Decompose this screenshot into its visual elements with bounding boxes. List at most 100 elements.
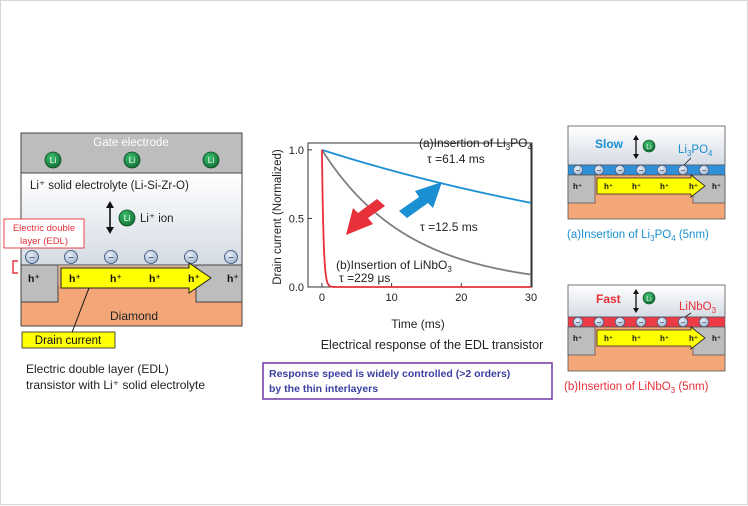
double-arrow-icon (633, 289, 639, 313)
y-tick-label: 1.0 (289, 145, 304, 157)
gate-label: Gate electrode (93, 137, 168, 149)
svg-text:h⁺: h⁺ (689, 334, 698, 343)
caption-line2: transistor with Li⁺ solid electrolyte (26, 378, 205, 392)
li-ion-gate-2: Li (123, 151, 141, 169)
x-tick-label: 10 (386, 292, 398, 304)
annotation-a-line1: (a)Insertion of Li3PO4 (419, 136, 533, 152)
double-arrow-icon (633, 135, 639, 159)
li3po4-label: Li3PO4 (678, 144, 713, 158)
svg-text:−: − (228, 253, 234, 264)
svg-text:h⁺: h⁺ (188, 273, 200, 285)
anion-row: − − − − − − (25, 250, 238, 264)
note-box (262, 362, 553, 400)
svg-text:Li: Li (50, 155, 57, 165)
y-tick-label: 0.5 (289, 213, 304, 225)
drain-current-box (21, 331, 116, 349)
series-intermediate-line (321, 149, 532, 276)
annotation-a-line2: τ =61.4 ms (427, 152, 485, 166)
svg-text:h⁺: h⁺ (604, 334, 613, 343)
chart-lines (321, 148, 532, 288)
annotation-b-line2: τ =229 μs (339, 271, 390, 285)
svg-text:h⁺: h⁺ (227, 273, 239, 285)
x-axis-label: Time (ms) (391, 317, 445, 331)
y-tick-label: 0.0 (289, 282, 304, 294)
svg-text:h⁺: h⁺ (712, 182, 721, 191)
svg-text:h⁺: h⁺ (632, 334, 641, 343)
panel-linbo3: Fast Li LiNbO3 − − − − − − − h⁺ h⁺ (567, 284, 726, 372)
svg-text:Li: Li (129, 155, 136, 165)
edl-label-box (3, 218, 85, 249)
li-ion-gate-3: Li (202, 151, 220, 169)
svg-text:h⁺: h⁺ (69, 273, 81, 285)
double-arrow-icon (106, 201, 114, 234)
linbo3-label: LiNbO3 (679, 301, 717, 315)
note-line2: by the thin interlayers (269, 383, 378, 395)
svg-text:−: − (618, 318, 623, 327)
chart-title: Electrical response of the EDL transisto… (321, 338, 544, 352)
anion-row-small: − − − − − − − (572, 316, 710, 328)
svg-text:−: − (108, 253, 114, 264)
svg-text:h⁺: h⁺ (660, 182, 669, 191)
svg-text:−: − (702, 166, 707, 175)
li-ion-small: Slow Li (642, 139, 656, 153)
hole-current-arrow-small (596, 174, 706, 198)
annotation-b-line1: (b)Insertion of LiNbO3 (336, 258, 452, 274)
edl-transistor-device: Gate electrode Li⁺ solid electrolyte (Li… (3, 132, 243, 392)
hole-current-arrow-small (596, 326, 706, 350)
source-electrode (20, 264, 59, 303)
edl-bracket (12, 260, 18, 274)
svg-text:−: − (148, 253, 154, 264)
svg-text:−: − (639, 318, 644, 327)
annotation-mid: τ =12.5 ms (420, 220, 478, 234)
svg-text:h⁺: h⁺ (573, 334, 582, 343)
svg-text:Li: Li (646, 296, 652, 303)
svg-text:Li: Li (124, 213, 131, 223)
note-line1: Response speed is widely controlled (>2 … (269, 368, 510, 380)
svg-text:−: − (576, 318, 581, 327)
li-ion-mobile: Li (118, 209, 136, 227)
slow-arrow-icon (399, 182, 442, 218)
li-ion-small: Li (642, 291, 656, 305)
svg-text:−: − (576, 166, 581, 175)
panel-li3po4: Slow Slow Li Li3PO4 − − − − − − − h⁺ (567, 125, 726, 220)
svg-text:Li: Li (646, 144, 652, 151)
svg-text:Li: Li (208, 155, 215, 165)
hole-carriers: h⁺ h⁺ h⁺ h⁺ h⁺ h⁺ (28, 273, 239, 285)
x-tick-label: 0 (319, 292, 325, 304)
svg-text:h⁺: h⁺ (632, 182, 641, 191)
electrolyte-label: Li⁺ solid electrolyte (Li-Si-Zr-O) (30, 180, 189, 192)
svg-text:−: − (681, 166, 686, 175)
svg-text:−: − (660, 166, 665, 175)
li-ion-gate-1: Li (44, 151, 62, 169)
slow-label: Slow (595, 137, 624, 151)
svg-text:h⁺: h⁺ (689, 182, 698, 191)
svg-text:−: − (29, 253, 35, 264)
svg-text:−: − (660, 318, 665, 327)
svg-text:−: − (597, 166, 602, 175)
svg-text:h⁺: h⁺ (573, 182, 582, 191)
series-linbo3-line (321, 149, 531, 288)
svg-text:−: − (702, 318, 707, 327)
fast-label: Fast (596, 292, 621, 306)
edl-label-line1: Electric double (13, 223, 75, 234)
svg-text:h⁺: h⁺ (28, 273, 40, 285)
li-ion-label: Li⁺ ion (140, 213, 174, 225)
svg-text:h⁺: h⁺ (604, 182, 613, 191)
drain-current-label: Drain current (35, 335, 102, 347)
fast-arrow-icon (346, 199, 385, 235)
svg-text:h⁺: h⁺ (712, 334, 721, 343)
series-li3po4-line (321, 148, 532, 204)
x-tick-label: 20 (455, 292, 467, 304)
svg-text:−: − (618, 166, 623, 175)
caption-b: (b)Insertion of LiNbO3 (5nm) (564, 381, 709, 395)
caption-line1: Electric double layer (EDL) (26, 362, 169, 376)
svg-text:h⁺: h⁺ (110, 273, 122, 285)
y-axis-label: Drain current (Normalized) (272, 149, 284, 285)
svg-text:−: − (597, 318, 602, 327)
svg-text:h⁺: h⁺ (660, 334, 669, 343)
caption-a: (a)Insertion of Li3PO4 (5nm) (567, 229, 709, 243)
